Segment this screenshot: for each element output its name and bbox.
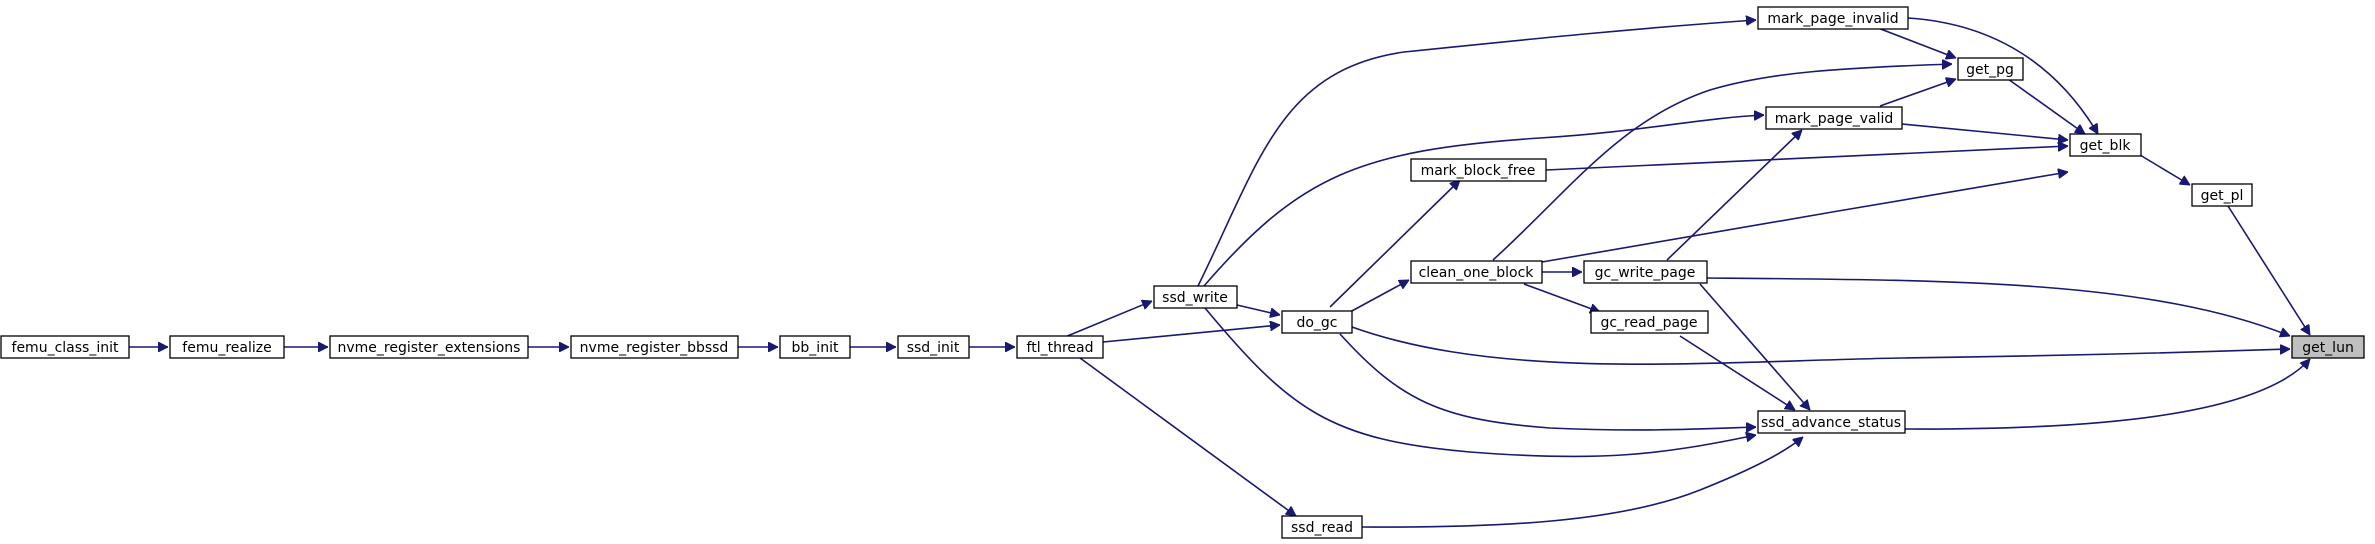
- edge-mark_page_invalid-get_pg: [1877, 27, 1956, 58]
- edge-ftl_thread-ssd_read: [1079, 357, 1296, 516]
- edge-mark_block_free-get_blk: [1545, 146, 2068, 171]
- node-label: do_gc: [1296, 315, 1337, 331]
- node-do_gc[interactable]: do_gc: [1281, 310, 1353, 334]
- node-label: mark_page_valid: [1775, 111, 1894, 127]
- edge-ssd_write-ssd_advance_status: [1204, 307, 1756, 458]
- node-label: nvme_register_bbssd: [580, 340, 729, 356]
- edge-do_gc-get_lun: [1351, 326, 2290, 365]
- node-label: ssd_read: [1291, 520, 1353, 536]
- node-get_pg[interactable]: get_pg: [1957, 57, 2024, 81]
- node-label: gc_write_page: [1595, 265, 1696, 281]
- edge-do_gc-mark_block_free: [1329, 180, 1460, 308]
- node-label: femu_class_init: [12, 340, 119, 356]
- node-layer: femu_class_init femu_realize nvme_regist…: [0, 6, 2365, 539]
- node-get_pl[interactable]: get_pl: [2191, 183, 2253, 207]
- edge-clean_one_block-gc_read_page: [1523, 283, 1600, 312]
- node-label: ssd_init: [907, 340, 960, 356]
- node-label: get_pg: [1966, 62, 2014, 78]
- edge-ssd_advance_status-get_lun: [1904, 359, 2310, 430]
- node-nvme_register_extensions[interactable]: nvme_register_extensions: [329, 335, 529, 359]
- node-mark_page_invalid[interactable]: mark_page_invalid: [1757, 6, 1909, 30]
- node-nvme_register_bbssd[interactable]: nvme_register_bbssd: [570, 335, 739, 359]
- edge-ssd_read-ssd_advance_status: [1361, 437, 1803, 528]
- edge-gc_write_page-ssd_advance_status: [1699, 283, 1810, 410]
- node-bb_init[interactable]: bb_init: [779, 335, 851, 359]
- edge-get_blk-get_pl: [2139, 154, 2190, 186]
- node-label: get_blk: [2080, 138, 2132, 154]
- node-ssd_read[interactable]: ssd_read: [1281, 515, 1363, 539]
- edge-do_gc-ssd_advance_status: [1339, 333, 1756, 430]
- edge-layer: [129, 17, 2311, 528]
- edge-gc_write_page-mark_page_valid: [1666, 130, 1802, 261]
- edge-gc_write_page-get_lun: [1706, 277, 2290, 336]
- edge-ssd_write-mark_page_invalid: [1197, 20, 1756, 287]
- node-gc_write_page[interactable]: gc_write_page: [1583, 260, 1708, 284]
- node-label: femu_realize: [182, 340, 271, 356]
- edge-mark_page_valid-get_blk: [1901, 123, 2068, 140]
- node-mark_block_free[interactable]: mark_block_free: [1410, 158, 1547, 182]
- node-label: nvme_register_extensions: [338, 340, 521, 356]
- node-gc_read_page[interactable]: gc_read_page: [1590, 310, 1709, 334]
- node-ssd_init[interactable]: ssd_init: [897, 335, 970, 359]
- node-label: ftl_thread: [1027, 340, 1094, 356]
- edge-get_pg-get_blk: [2007, 78, 2085, 135]
- node-label: get_lun: [2302, 340, 2354, 356]
- edge-ftl_thread-ssd_write: [1064, 301, 1152, 338]
- edge-mark_page_valid-get_pg: [1879, 79, 1956, 107]
- edge-clean_one_block-get_pg: [1492, 64, 1952, 261]
- node-clean_one_block[interactable]: clean_one_block: [1410, 260, 1543, 284]
- node-label: mark_page_invalid: [1767, 11, 1898, 27]
- edge-mark_page_invalid-get_blk: [1907, 17, 2099, 134]
- node-get_blk[interactable]: get_blk: [2069, 133, 2142, 157]
- edge-clean_one_block-get_blk: [1541, 172, 2068, 263]
- node-label: gc_read_page: [1600, 315, 1697, 331]
- edge-ssd_write-do_gc: [1236, 304, 1280, 315]
- node-get_lun[interactable]: get_lun: [2291, 335, 2365, 359]
- node-femu_realize[interactable]: femu_realize: [169, 335, 285, 359]
- edge-do_gc-clean_one_block: [1349, 279, 1409, 313]
- node-ftl_thread[interactable]: ftl_thread: [1016, 335, 1104, 359]
- node-label: clean_one_block: [1419, 265, 1535, 281]
- node-label: get_pl: [2201, 188, 2244, 204]
- edge-ftl_thread-do_gc: [1102, 325, 1280, 343]
- edge-gc_read_page-ssd_advance_status: [1679, 335, 1795, 411]
- edge-ssd_write-mark_page_valid: [1203, 115, 1764, 287]
- node-label: mark_block_free: [1421, 163, 1536, 179]
- node-label: ssd_advance_status: [1761, 415, 1901, 431]
- node-ssd_write[interactable]: ssd_write: [1153, 285, 1238, 309]
- node-ssd_advance_status[interactable]: ssd_advance_status: [1757, 410, 1906, 434]
- edge-get_pl-get_lun: [2227, 205, 2311, 335]
- node-label: bb_init: [792, 340, 839, 356]
- node-femu_class_init[interactable]: femu_class_init: [0, 335, 130, 359]
- node-mark_page_valid[interactable]: mark_page_valid: [1765, 106, 1903, 130]
- node-label: ssd_write: [1162, 290, 1228, 306]
